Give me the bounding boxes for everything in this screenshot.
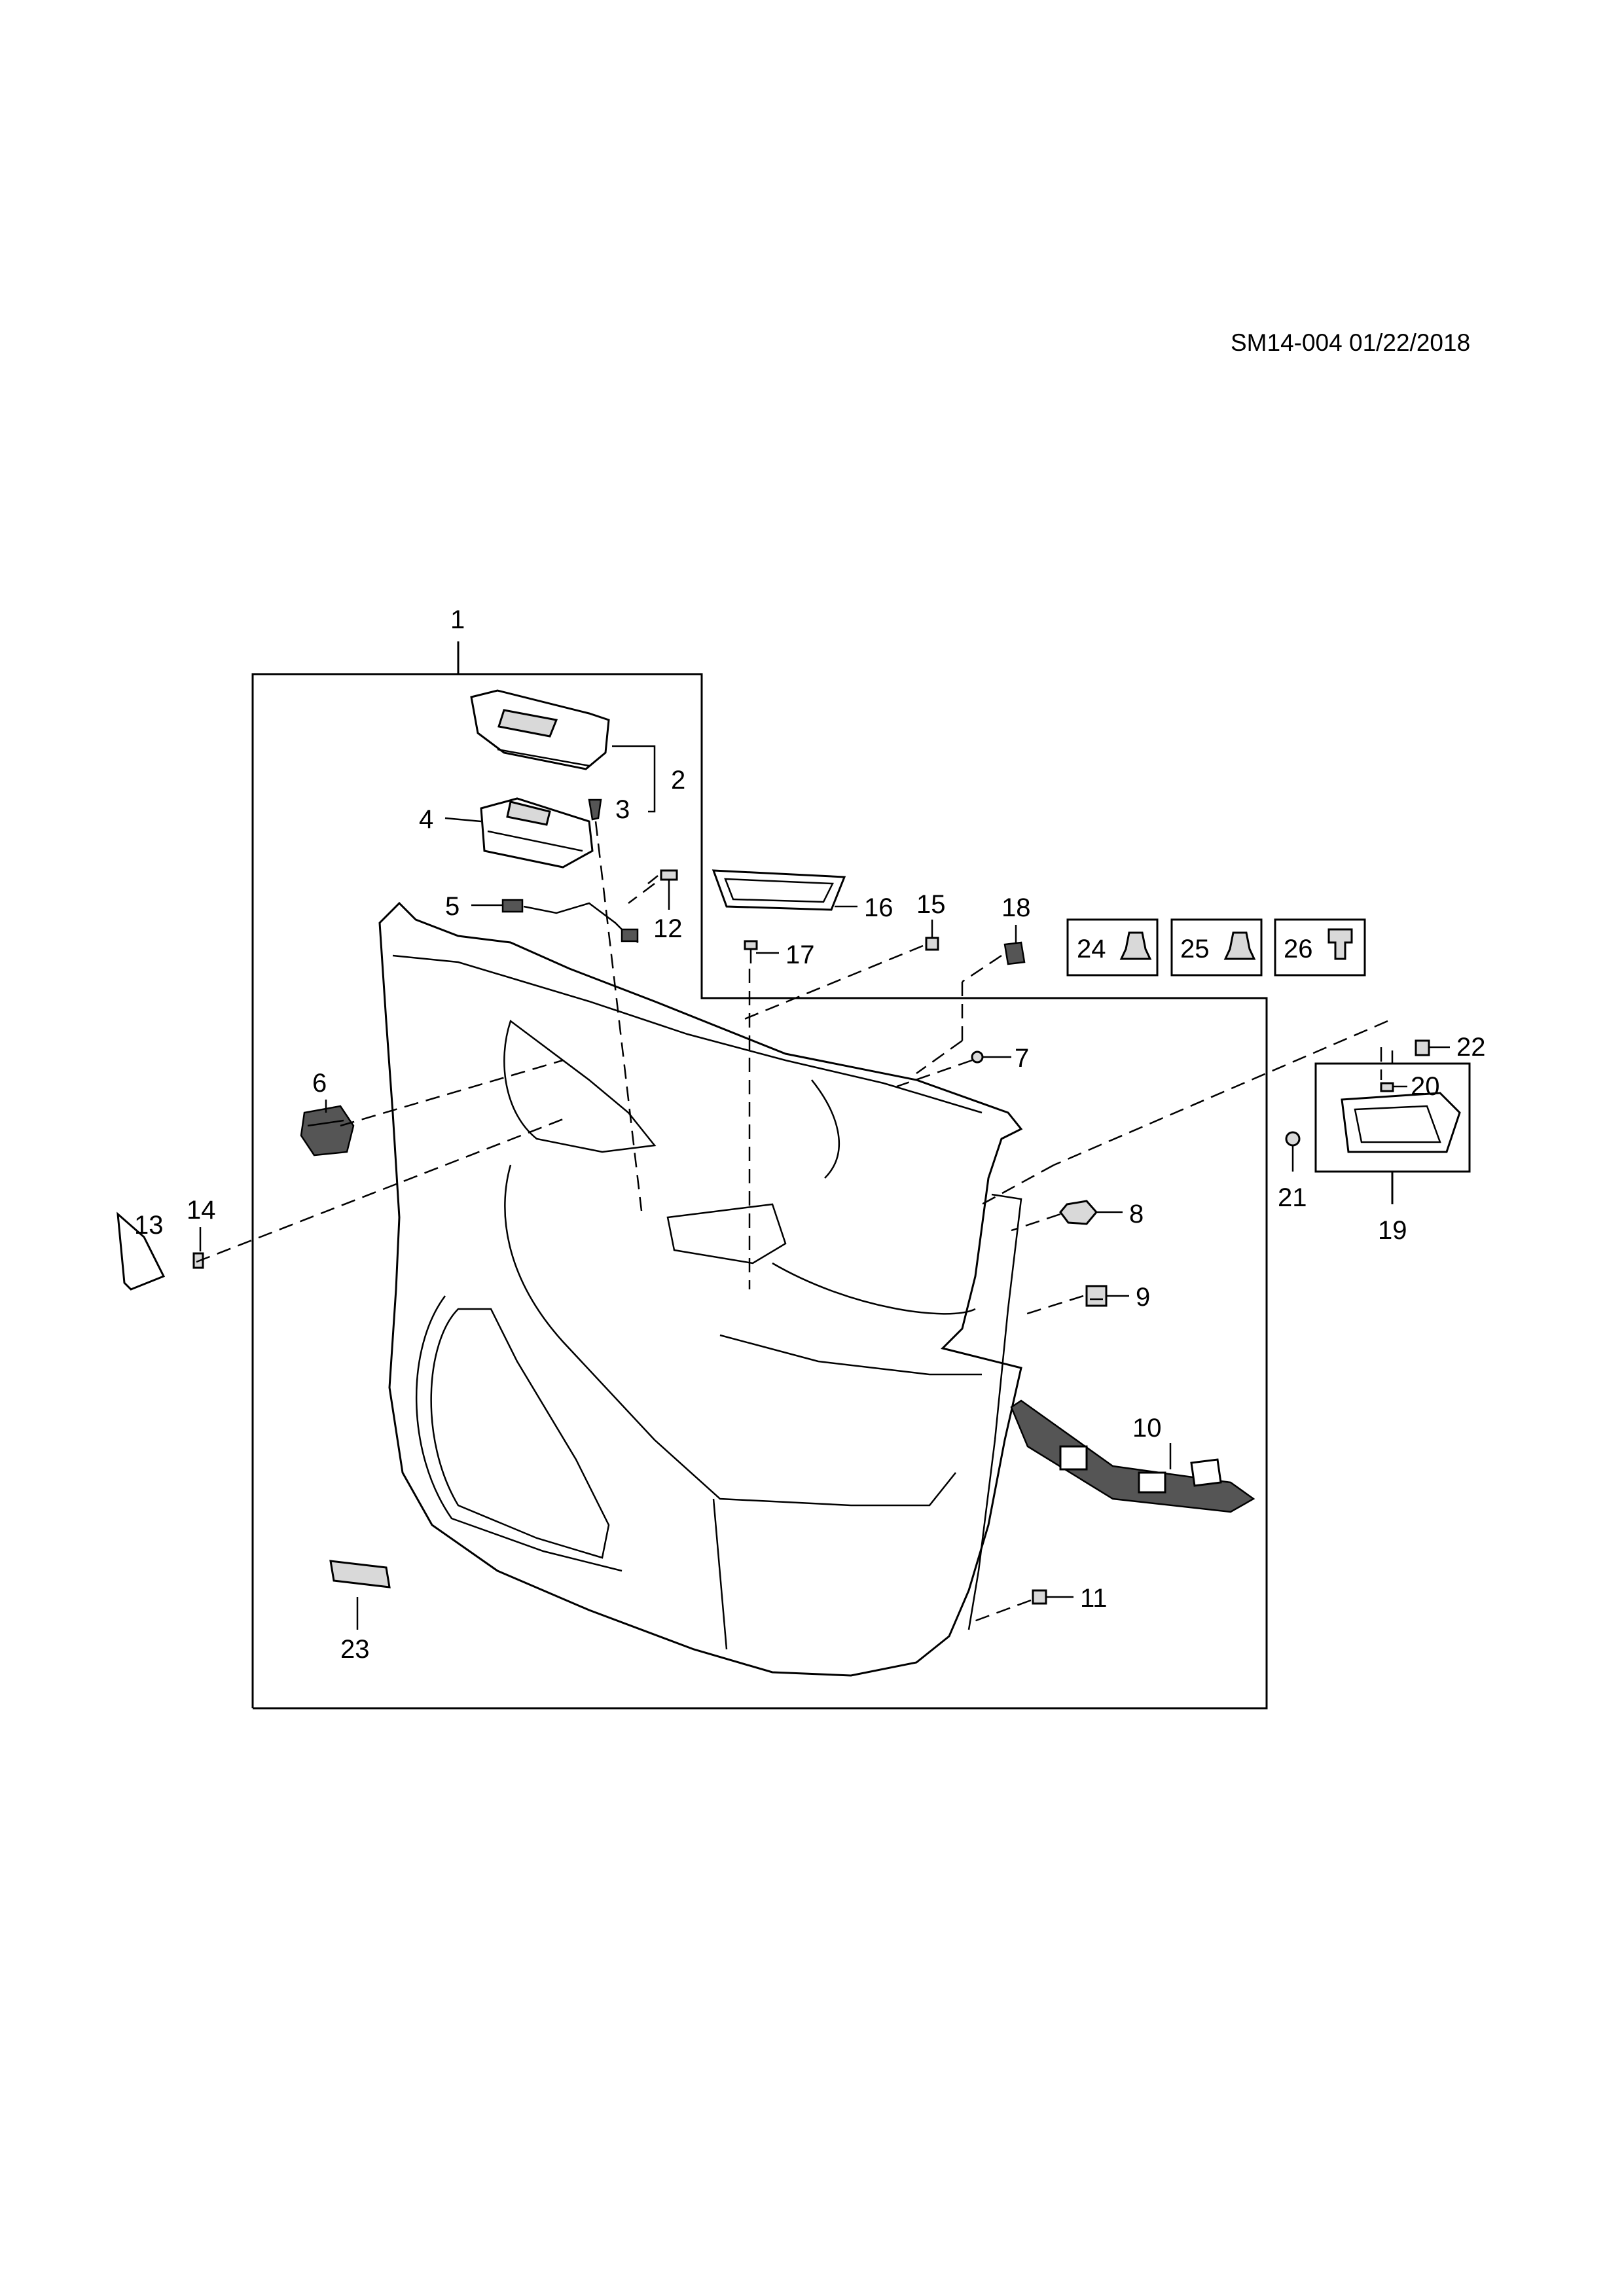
assembly-frame — [251, 641, 1268, 1710]
callout-13: 13 — [134, 1211, 164, 1240]
trim-lens — [712, 869, 846, 911]
screw-21 — [1285, 1131, 1301, 1172]
armrest-bracket — [1010, 1399, 1255, 1513]
callout-8: 8 — [1129, 1200, 1144, 1229]
callout-21: 21 — [1278, 1183, 1307, 1212]
clip-9 — [1085, 1285, 1108, 1307]
callout-labels: 1 2 3 4 5 6 7 8 9 10 11 12 13 14 15 16 1… — [134, 605, 1486, 1664]
edge-seal-strip — [967, 1193, 1022, 1630]
callout-2: 2 — [671, 766, 685, 795]
callout-22: 22 — [1456, 1033, 1486, 1062]
callout-18: 18 — [1001, 893, 1031, 922]
bracket-assembly — [1314, 1050, 1471, 1204]
callout-24: 24 — [1077, 935, 1106, 963]
callout-6: 6 — [312, 1069, 327, 1098]
window-switch-bezel — [470, 689, 656, 813]
callout-12: 12 — [653, 914, 683, 943]
document-reference: SM14-004 01/22/2018 — [1231, 329, 1471, 356]
mirror-switch — [300, 1105, 355, 1157]
callout-14: 14 — [187, 1196, 216, 1225]
callout-9: 9 — [1136, 1283, 1150, 1312]
retainer-18 — [1003, 941, 1026, 965]
callout-7: 7 — [1015, 1044, 1029, 1073]
callout-3: 3 — [615, 795, 630, 824]
callout-10: 10 — [1132, 1414, 1162, 1443]
callout-5: 5 — [445, 892, 460, 921]
bolt-12 — [660, 869, 678, 891]
callout-11: 11 — [1080, 1584, 1108, 1613]
clip-20 — [1380, 1082, 1394, 1092]
callout-26: 26 — [1284, 935, 1313, 963]
fastener-11 — [1032, 1589, 1047, 1605]
callout-19: 19 — [1378, 1216, 1407, 1245]
callout-15: 15 — [916, 890, 946, 919]
window-switch — [480, 797, 594, 869]
callout-16: 16 — [864, 893, 893, 922]
clip-15 — [925, 937, 939, 951]
clip-22 — [1415, 1039, 1430, 1056]
switch-clip — [588, 798, 602, 821]
cover-cap — [117, 1211, 166, 1291]
callout-25: 25 — [1180, 935, 1210, 963]
explode-lines — [196, 821, 1388, 1624]
callout-4: 4 — [419, 805, 433, 834]
door-trim-panel — [378, 901, 1023, 1677]
callout-17: 17 — [785, 941, 815, 969]
emblem-badge — [329, 1560, 391, 1630]
wiring-harness — [501, 899, 639, 944]
callout-23: 23 — [340, 1635, 370, 1664]
screw-7 — [971, 1050, 984, 1064]
callout-1: 1 — [450, 605, 465, 634]
screw-17 — [744, 940, 758, 963]
nut-8 — [1059, 1200, 1098, 1225]
fastener-variants — [1066, 918, 1366, 977]
leader-lines — [199, 817, 1450, 1598]
callout-20: 20 — [1411, 1072, 1440, 1101]
